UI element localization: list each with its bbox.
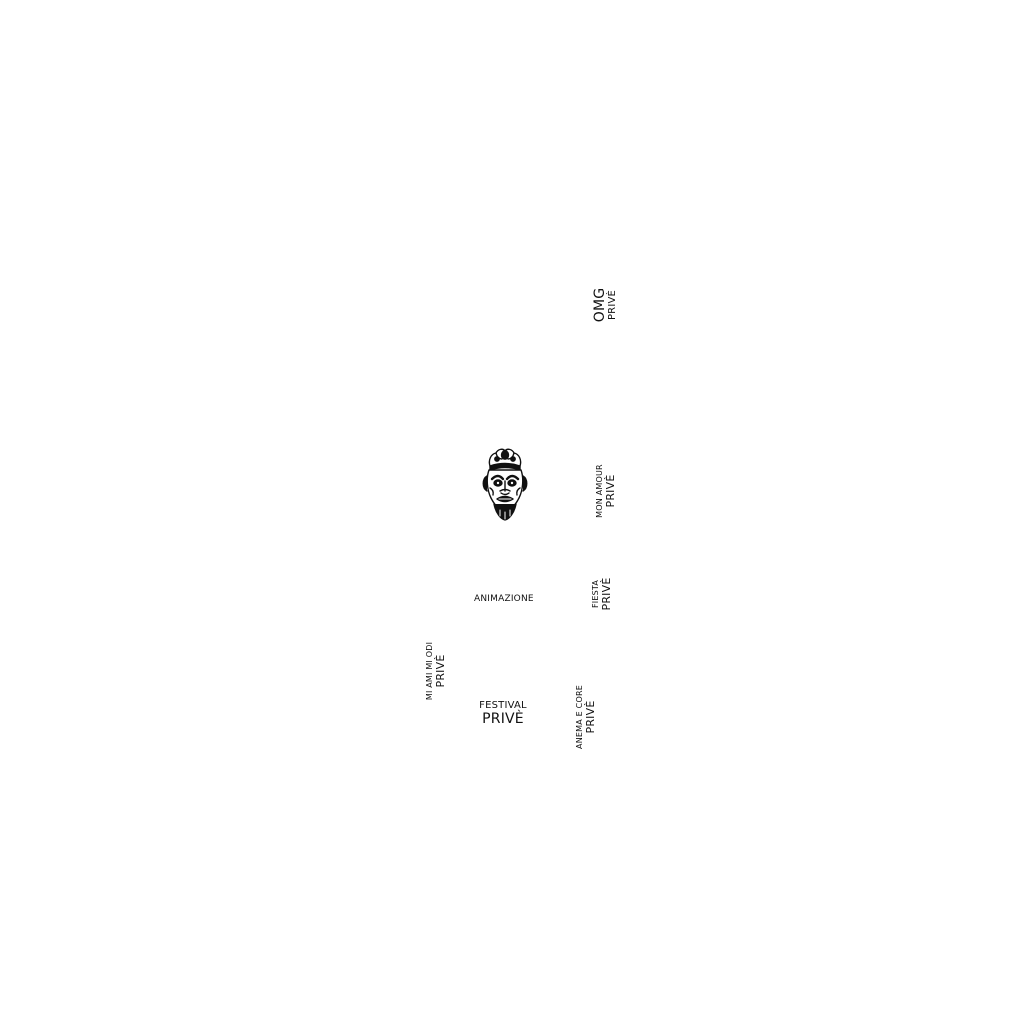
mon-amour-title: MON AMOUR — [595, 464, 604, 518]
fiesta-subtitle: PRIVÈ — [600, 577, 613, 611]
fiesta-prive-label: FIESTA PRIVÈ — [591, 572, 613, 616]
mi-ami-mi-odi-title: MI AMI MI ODI — [425, 641, 434, 701]
mi-ami-mi-odi-prive-label: MI AMI MI ODI PRIVÈ — [425, 636, 447, 706]
mi-ami-mi-odi-subtitle: PRIVÈ — [434, 654, 447, 688]
festival-prive-label: FESTIVAL PRIVÈ — [472, 700, 534, 727]
anema-e-core-prive-label: ANEMA E CORE PRIVÈ — [575, 682, 597, 752]
mon-amour-prive-label: MON AMOUR PRIVÈ — [595, 454, 617, 528]
mon-amour-subtitle: PRIVÈ — [604, 474, 617, 508]
festival-subtitle: PRIVÈ — [482, 711, 524, 727]
tribal-mask-icon — [478, 446, 532, 522]
omg-prive-label: OMG PRIVÈ — [592, 275, 618, 335]
omg-title: OMG — [592, 287, 608, 323]
festival-title: FESTIVAL — [479, 700, 527, 711]
fiesta-title: FIESTA — [591, 579, 600, 609]
anema-e-core-title: ANEMA E CORE — [575, 685, 584, 749]
omg-subtitle: PRIVÈ — [607, 289, 618, 321]
animazione-label: ANIMAZIONE — [474, 594, 534, 604]
anema-e-core-subtitle: PRIVÈ — [584, 700, 597, 734]
